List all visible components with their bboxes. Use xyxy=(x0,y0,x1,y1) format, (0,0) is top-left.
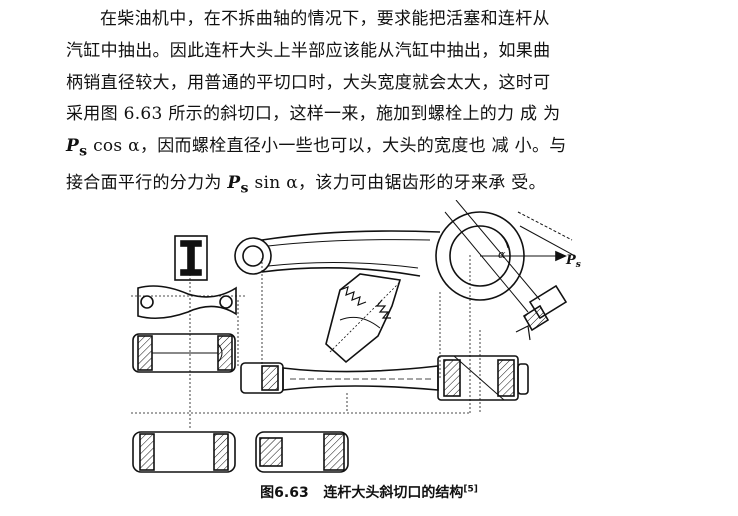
connecting-rod-main-view xyxy=(234,200,576,313)
math-var-p-2: P xyxy=(227,173,241,194)
figure-caption: 图6.63 连杆大头斜切口的结构[5] xyxy=(0,482,738,502)
force-ps-label: Ps xyxy=(565,253,581,270)
i-beam-section xyxy=(174,235,208,281)
projection-lines xyxy=(131,255,481,430)
text-line-3: 柄销直径较大，用普通的平切口时，大头宽度就会太大，这时可 xyxy=(66,72,551,93)
text-line-6-rest: ，该力可由锯齿形的牙来承 受。 xyxy=(297,173,546,194)
text-line-6: 接合面平行的分力为 Ps sin α，该力可由锯齿形的牙来承 受。 xyxy=(66,168,672,205)
text-line-2: 汽缸中抽出。因此连杆大头上半部应该能从汽缸中抽出，如果曲 xyxy=(66,40,551,61)
connecting-rod-drawing: α Ps xyxy=(131,200,581,473)
bearing-bottom-views xyxy=(132,431,349,473)
figure-reference: [5] xyxy=(463,484,478,495)
text-line-5-rest: ，因而螺栓直径小一些也可以，大头的宽度也 减 小。与 xyxy=(139,136,567,157)
math-cos-alpha: cos α xyxy=(87,136,140,157)
math-sub-s-2: s xyxy=(240,180,249,197)
text-line-1: 在柴油机中，在不拆曲轴的情况下，要求能把活塞和连杆从 xyxy=(100,9,550,29)
text-line-5: Ps cos α，因而螺栓直径小一些也可以，大头的宽度也 减 小。与 xyxy=(66,131,672,168)
figure-title: 连杆大头斜切口的结构 xyxy=(323,485,464,501)
rod-side-view xyxy=(240,355,529,401)
alpha-angle-label: α xyxy=(498,248,506,261)
figure-number: 图6.63 xyxy=(260,485,309,501)
math-var-p: P xyxy=(66,136,80,157)
body-paragraph: 在柴油机中，在不拆曲轴的情况下，要求能把活塞和连杆从 汽缸中抽出。因此连杆大头上… xyxy=(66,4,672,206)
bearing-cap-side-view xyxy=(132,333,236,373)
serrated-joint-detail xyxy=(325,273,402,364)
big-end-top-view xyxy=(137,285,237,320)
text-line-4: 采用图 6.63 所示的斜切口，这样一来，施加到螺栓上的力 成 为 xyxy=(66,104,561,125)
bolt-detail xyxy=(515,284,568,341)
text-line-6-start: 接合面平行的分力为 xyxy=(66,173,228,194)
math-sin-alpha: sin α xyxy=(248,173,298,194)
math-sub-s: s xyxy=(79,143,88,160)
